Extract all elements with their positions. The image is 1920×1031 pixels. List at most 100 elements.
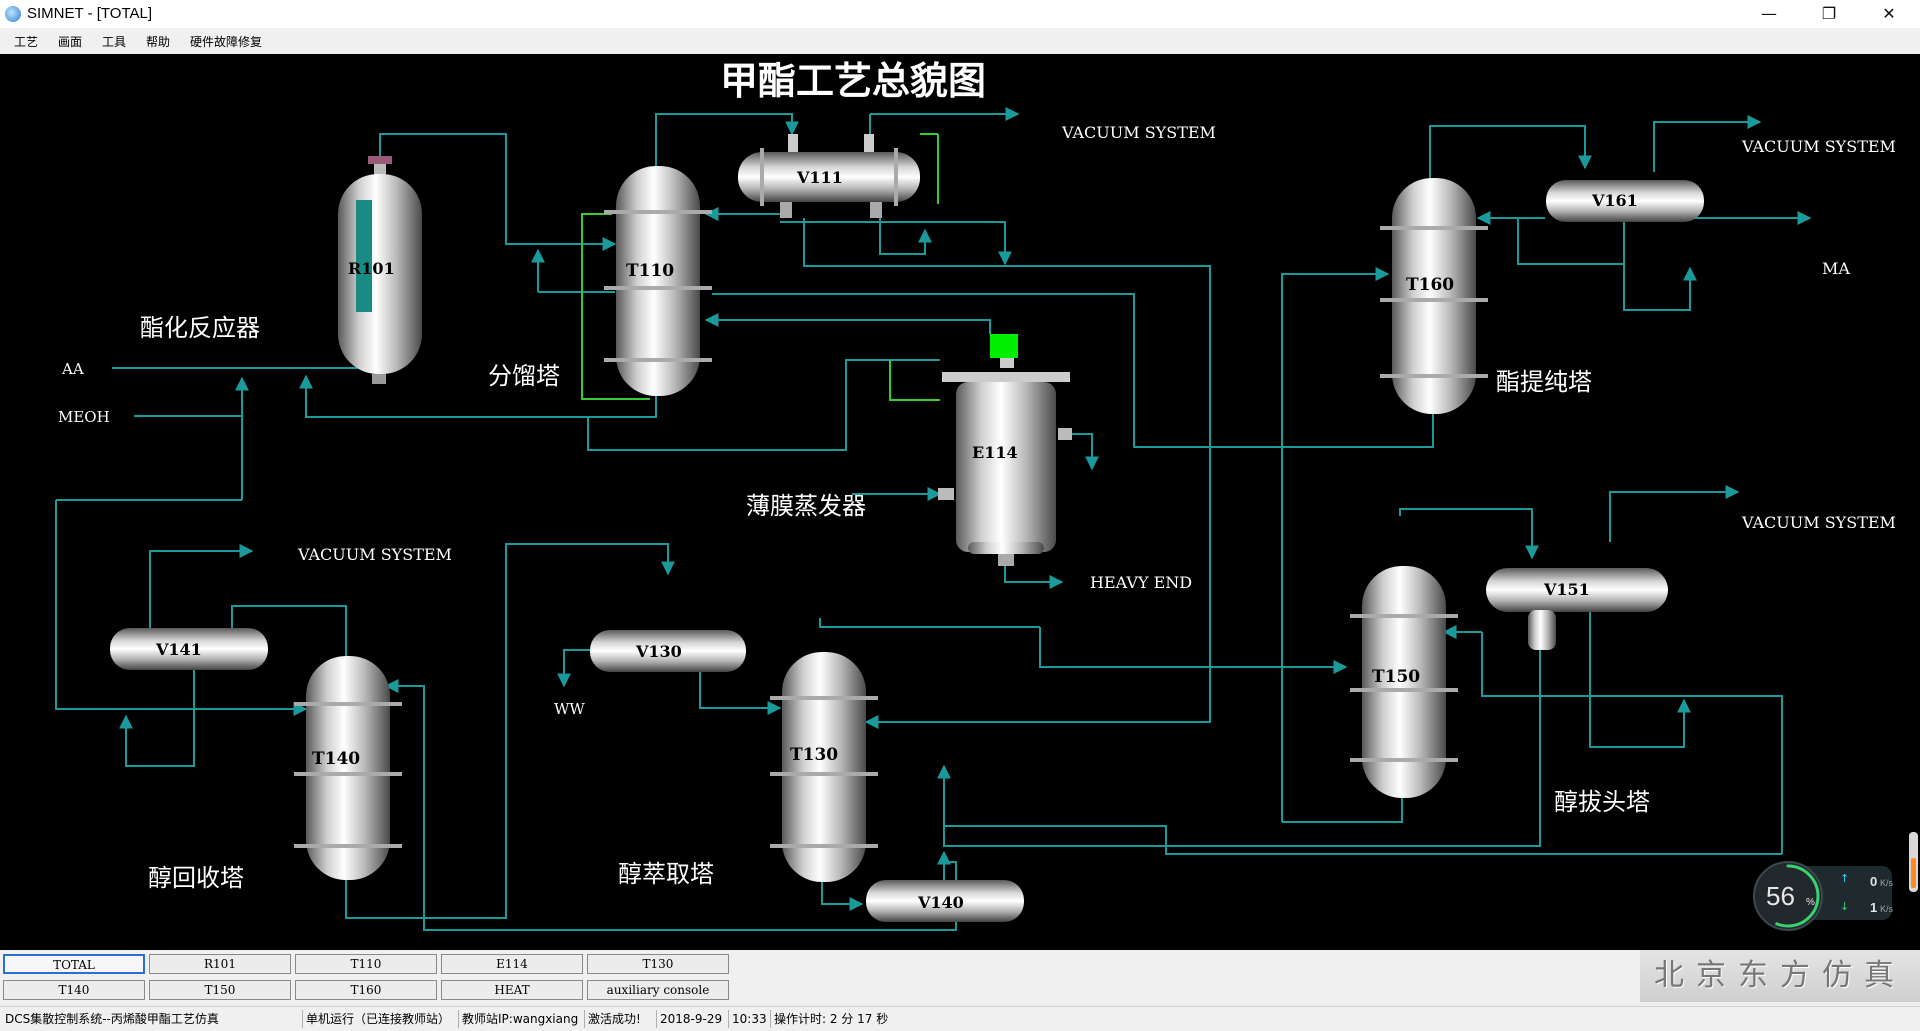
stream-ww: WW (554, 700, 585, 718)
column-t160[interactable] (1380, 178, 1488, 414)
label-purifier: 酯提纯塔 (1496, 368, 1592, 396)
drum-v151[interactable] (1486, 568, 1668, 650)
t150-flange-3 (1350, 758, 1458, 762)
stream-ma: MA (1822, 259, 1850, 278)
pipe-e114-side-out (1070, 433, 1099, 471)
e114-status-indicator[interactable] (990, 334, 1018, 358)
menu-help[interactable]: 帮助 (146, 35, 171, 49)
drum-v111[interactable] (738, 134, 920, 218)
v111-flange-1 (760, 148, 764, 206)
tab-t130[interactable]: T130 (587, 954, 729, 974)
label-light-ends: 醇拔头塔 (1554, 788, 1650, 816)
pipe-t130-overhead (819, 618, 1040, 628)
tab-heat[interactable]: HEAT (441, 980, 583, 1000)
tab-auxiliary-console[interactable]: auxiliary console (587, 980, 729, 1000)
pipe-t140-bottom (345, 594, 507, 919)
menu-screen[interactable]: 画面 (58, 35, 83, 49)
pipe-v111-to-return (780, 221, 1005, 264)
menu-craft[interactable]: 工艺 (14, 35, 39, 49)
e114-shell (956, 382, 1056, 552)
stream-vacuum-3: VACUUM SYSTEM (1741, 137, 1896, 156)
pipe-to-v130 (505, 543, 675, 594)
drum-v140[interactable] (866, 880, 1024, 922)
tab-t150[interactable]: T150 (149, 980, 291, 1000)
tag-v140: V140 (917, 893, 964, 912)
t110-flange-1 (604, 210, 712, 214)
pipe-vac3 (1653, 115, 1762, 172)
tab-e114[interactable]: E114 (441, 954, 583, 974)
network-monitor-widget[interactable]: 56 % ↑ 0 K/s ↓ 1 K/s (1752, 860, 1894, 932)
pipe-recycle-to-t140 (55, 500, 308, 716)
netw-percent-sign: % (1806, 897, 1815, 908)
column-t130[interactable] (770, 652, 878, 882)
side-scroll-handle[interactable] (1909, 832, 1918, 892)
tab-t140[interactable]: T140 (3, 980, 145, 1000)
pipe-t110-overhead (655, 113, 799, 168)
title-bar: SIMNET - [TOTAL] — ❐ ✕ (0, 0, 1920, 28)
tab-r101[interactable]: R101 (149, 954, 291, 974)
v111-nozzle-2 (864, 134, 874, 152)
up-arrow-icon: ↑ (1840, 872, 1849, 885)
drum-v141[interactable] (110, 628, 268, 670)
label-recovery: 醇回收塔 (148, 864, 244, 892)
e114-bottom-nozzle (998, 554, 1014, 566)
pipe-t150-overhead (1399, 508, 1539, 560)
t140-flange-2 (294, 772, 402, 776)
t110-flange-2 (604, 286, 712, 290)
tab-t110[interactable]: T110 (295, 954, 437, 974)
column-t140[interactable] (294, 656, 402, 880)
tag-v141: V141 (155, 640, 202, 659)
stream-vacuum-4: VACUUM SYSTEM (1741, 513, 1896, 532)
label-fractionator: 分馏塔 (488, 362, 560, 390)
pipe-t130-link (1039, 627, 1210, 668)
green-line-e114-left (889, 360, 940, 401)
tab-total[interactable]: TOTAL (3, 954, 145, 974)
pipe-t110-to-e114 (587, 359, 940, 451)
green-lines (581, 133, 940, 401)
pipe-vac4 (1609, 485, 1740, 542)
evaporator-e114[interactable] (938, 334, 1072, 566)
t110-flange-3 (604, 358, 712, 362)
netw-progress-arc (1756, 864, 1820, 928)
stream-vacuum-1: VACUUM SYSTEM (1061, 123, 1216, 142)
pipe-vac2 (149, 544, 254, 644)
t140-flange-1 (294, 702, 402, 706)
pipe-long-bottom (944, 825, 1782, 855)
status-system: DCS集散控制系统--丙烯酸甲酯工艺仿真 (5, 1012, 219, 1026)
v111-shell (738, 152, 920, 202)
tab-t160[interactable]: T160 (295, 980, 437, 1000)
pipe-t130-to-v140 (821, 878, 864, 911)
reactor-r101[interactable] (338, 156, 422, 384)
menu-bar: 工艺 画面 工具 帮助 硬件故障修复 (0, 28, 1920, 52)
tag-v161: V161 (1591, 191, 1638, 210)
status-run-mode: 单机运行（已连接教师站） (302, 1010, 456, 1028)
pipe-t160-overhead (1429, 125, 1592, 182)
status-operation-timer: 操作计时: 2 分 17 秒 (770, 1010, 924, 1028)
minimize-button[interactable]: — (1761, 4, 1777, 23)
process-flow-diagram: 甲酯工艺总貌图 R101 T110 V111 E114 T160 V161 T1… (55, 58, 1896, 931)
netw-down-rate: 1 (1870, 900, 1877, 915)
pipe-v151-bottom (1589, 602, 1691, 748)
drum-v130[interactable] (590, 630, 746, 672)
stream-vacuum-2: VACUUM SYSTEM (297, 545, 452, 564)
pipe-t110-vapor-e114 (712, 319, 991, 334)
t110-shell (616, 166, 700, 396)
r101-level-bar (356, 200, 372, 312)
drum-v161[interactable] (1546, 180, 1704, 222)
menu-tools[interactable]: 工具 (102, 35, 127, 49)
close-button[interactable]: ✕ (1882, 4, 1896, 23)
pipe-v161-loop (1517, 217, 1625, 265)
pipe-v140-riser (943, 854, 957, 880)
column-t150[interactable] (1350, 566, 1458, 798)
v161-shell (1546, 180, 1704, 222)
maximize-button[interactable]: ❐ (1821, 4, 1837, 23)
column-t110[interactable] (604, 166, 712, 396)
tag-t110: T110 (626, 261, 674, 281)
tag-t150: T150 (1372, 667, 1420, 687)
netw-down-unit: K/s (1880, 904, 1894, 914)
pipe-t110-side (538, 250, 615, 293)
side-scroll-indicator (1911, 858, 1916, 888)
menu-hardware-fault-repair[interactable]: 硬件故障修复 (190, 35, 263, 49)
pipe-ww-out (557, 649, 594, 688)
pipe-aa-feed (112, 342, 385, 369)
